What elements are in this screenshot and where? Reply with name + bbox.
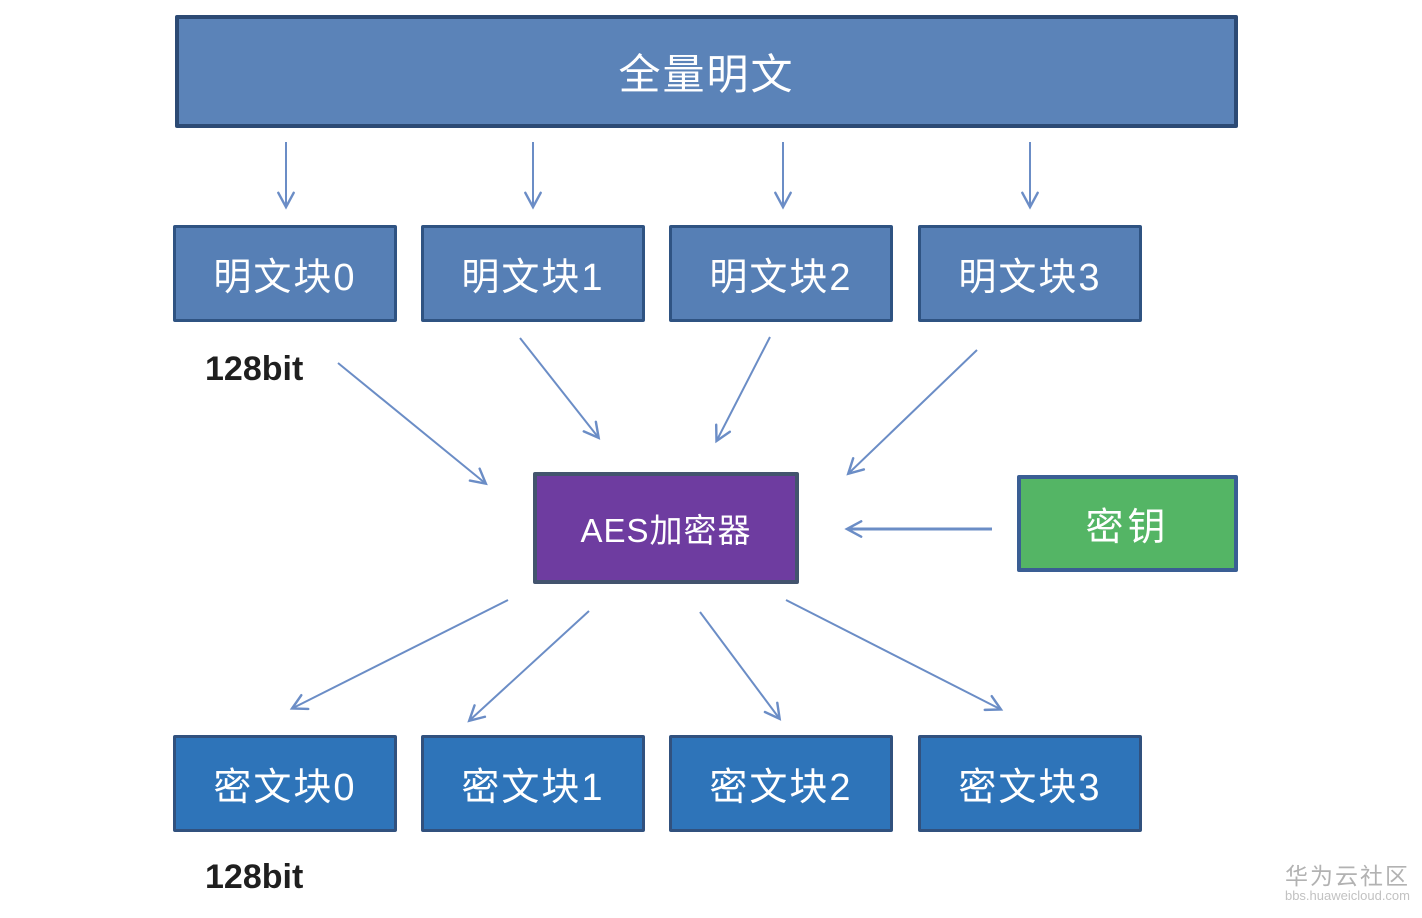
output-arrow-0 [289, 599, 509, 711]
watermark: 华为云社区 bbs.huaweicloud.com [1285, 863, 1410, 904]
ciphertext-block-0: 密文块0 [173, 735, 397, 832]
encrypt-arrow-2 [714, 336, 771, 444]
ciphertext-block-2: 密文块2 [669, 735, 893, 832]
encrypt-arrow-1 [519, 337, 601, 440]
plaintext-block-3: 明文块3 [918, 225, 1142, 322]
encrypt-arrow-0 [337, 362, 488, 486]
plaintext-block-1: 明文块1 [421, 225, 645, 322]
watermark-community-name: 华为云社区 [1285, 862, 1410, 889]
block-size-label-bottom: 128bit [205, 858, 304, 896]
key-box: 密钥 [1017, 475, 1238, 572]
watermark-site-url: bbs.huaweicloud.com [1284, 888, 1410, 904]
aes-encryptor-box: AES加密器 [533, 472, 799, 584]
block-size-label-top: 128bit [205, 350, 304, 388]
plaintext-block-2: 明文块2 [669, 225, 893, 322]
full-plaintext-box: 全量明文 [175, 15, 1238, 128]
output-arrow-2 [699, 611, 782, 721]
plaintext-block-0: 明文块0 [173, 225, 397, 322]
ciphertext-block-1: 密文块1 [421, 735, 645, 832]
output-arrow-1 [467, 610, 590, 723]
ciphertext-block-3: 密文块3 [918, 735, 1142, 832]
encrypt-arrow-3 [846, 349, 978, 476]
output-arrow-3 [785, 599, 1004, 712]
